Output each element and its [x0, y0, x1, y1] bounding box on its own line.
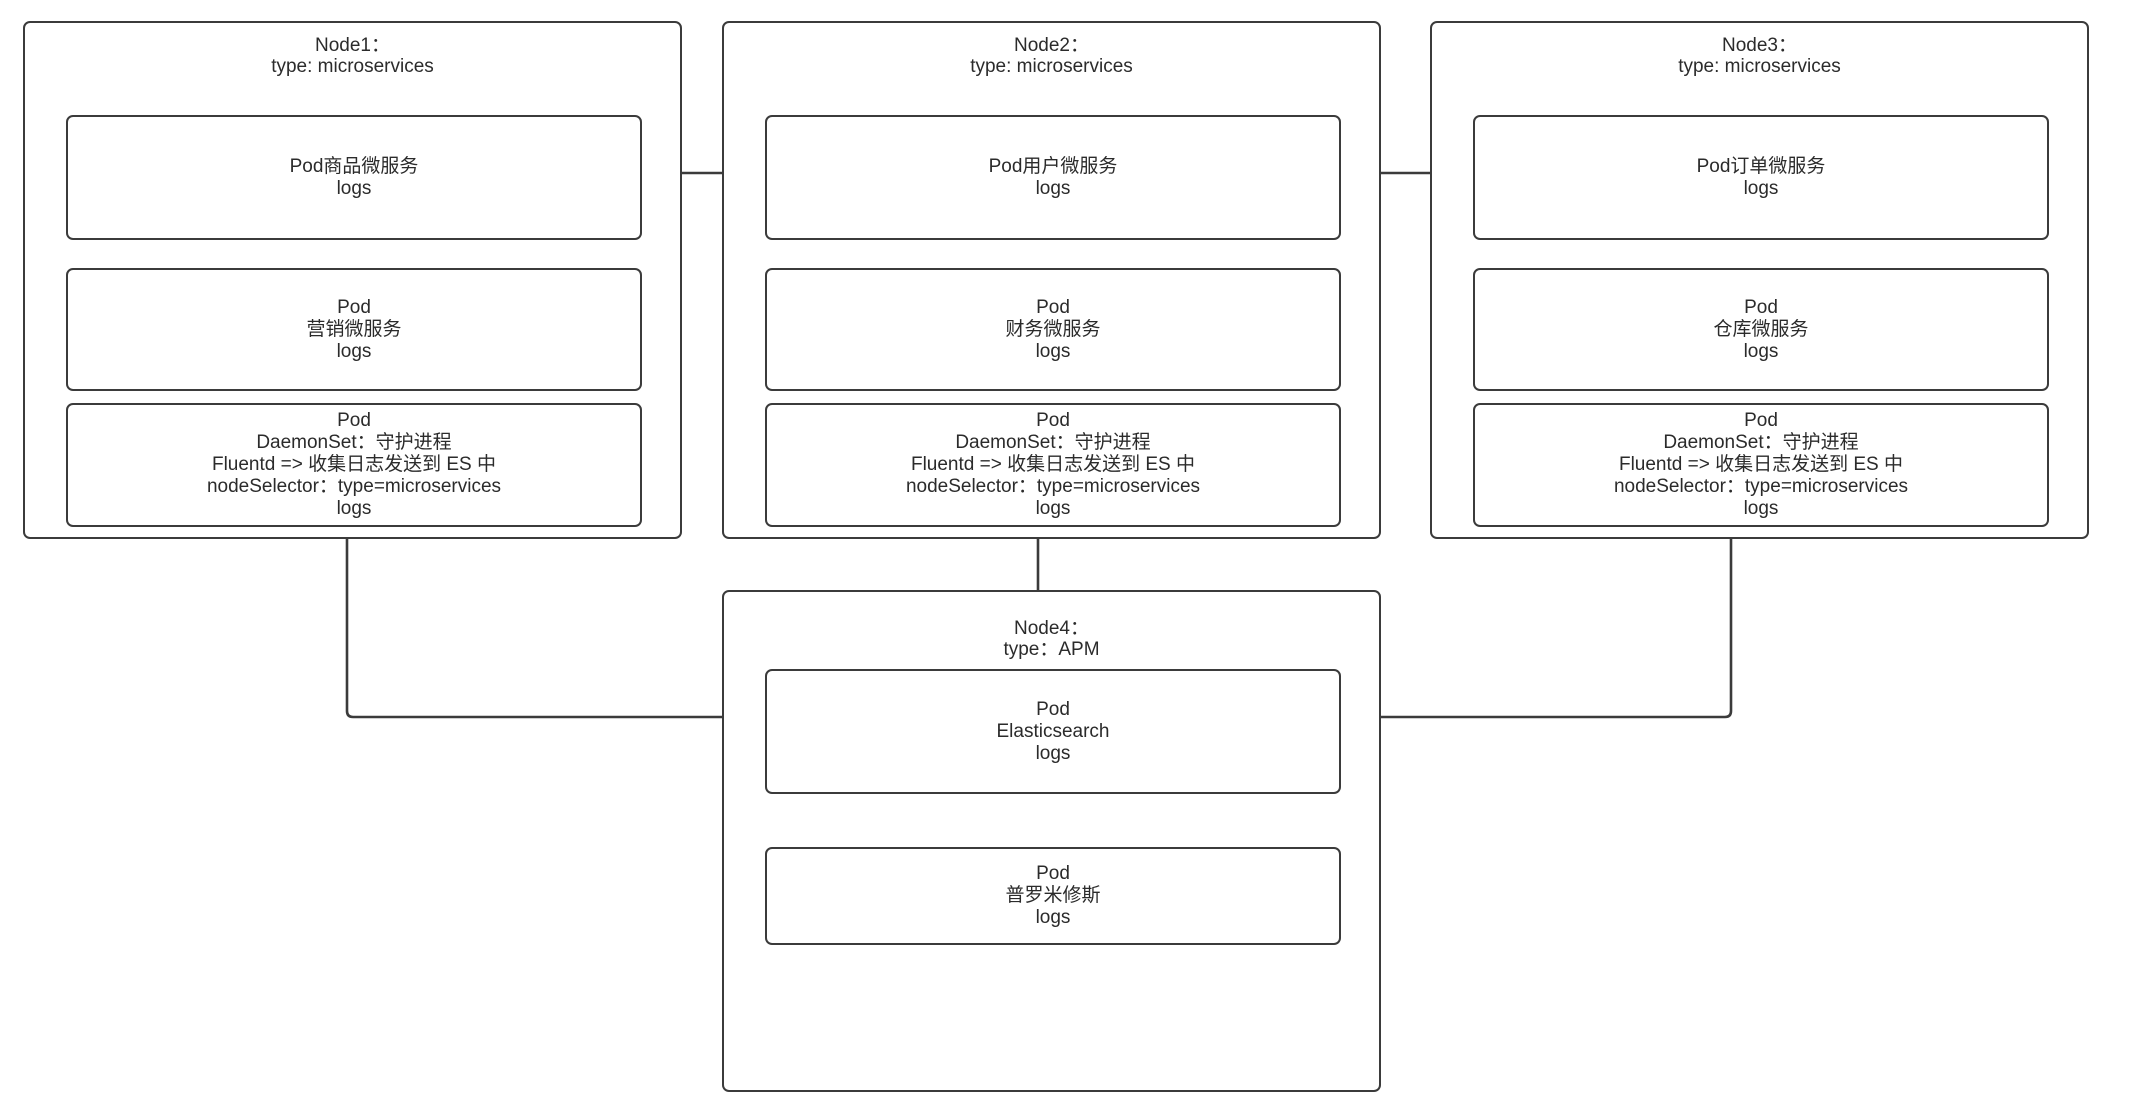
node1-pod-product[interactable]: Pod商品微服务 logs — [66, 115, 642, 240]
edge-node3-daemonset-to-elasticsearch — [1329, 525, 1733, 722]
node3-title: Node3： type: microservices — [1678, 35, 1841, 77]
node-node4[interactable]: Node4： type：APM Pod Elasticsearch logs P… — [722, 590, 1381, 1092]
node4-pod-prometheus[interactable]: Pod 普罗米修斯 logs — [765, 847, 1341, 945]
node1-title: Node1： type: microservices — [271, 35, 434, 77]
node-node1[interactable]: Node1： type: microservices Pod商品微服务 logs… — [23, 21, 682, 539]
node-node2[interactable]: Node2： type: microservices Pod用户微服务 logs… — [722, 21, 1381, 539]
node4-pod-elasticsearch[interactable]: Pod Elasticsearch logs — [765, 669, 1341, 794]
edge-node1-daemonset-to-elasticsearch — [345, 525, 757, 722]
node-node3[interactable]: Node3： type: microservices Pod订单微服务 logs… — [1430, 21, 2089, 539]
node3-pod-daemonset[interactable]: Pod DaemonSet：守护进程 Fluentd => 收集日志发送到 ES… — [1473, 403, 2049, 527]
node2-title: Node2： type: microservices — [970, 35, 1133, 77]
node2-pod-user[interactable]: Pod用户微服务 logs — [765, 115, 1341, 240]
node1-pod-marketing[interactable]: Pod 营销微服务 logs — [66, 268, 642, 391]
node3-pod-order[interactable]: Pod订单微服务 logs — [1473, 115, 2049, 240]
node1-pod-daemonset[interactable]: Pod DaemonSet：守护进程 Fluentd => 收集日志发送到 ES… — [66, 403, 642, 527]
node4-title: Node4： type：APM — [1003, 618, 1100, 660]
node2-pod-finance[interactable]: Pod 财务微服务 logs — [765, 268, 1341, 391]
node2-pod-daemonset[interactable]: Pod DaemonSet：守护进程 Fluentd => 收集日志发送到 ES… — [765, 403, 1341, 527]
node3-pod-warehouse[interactable]: Pod 仓库微服务 logs — [1473, 268, 2049, 391]
